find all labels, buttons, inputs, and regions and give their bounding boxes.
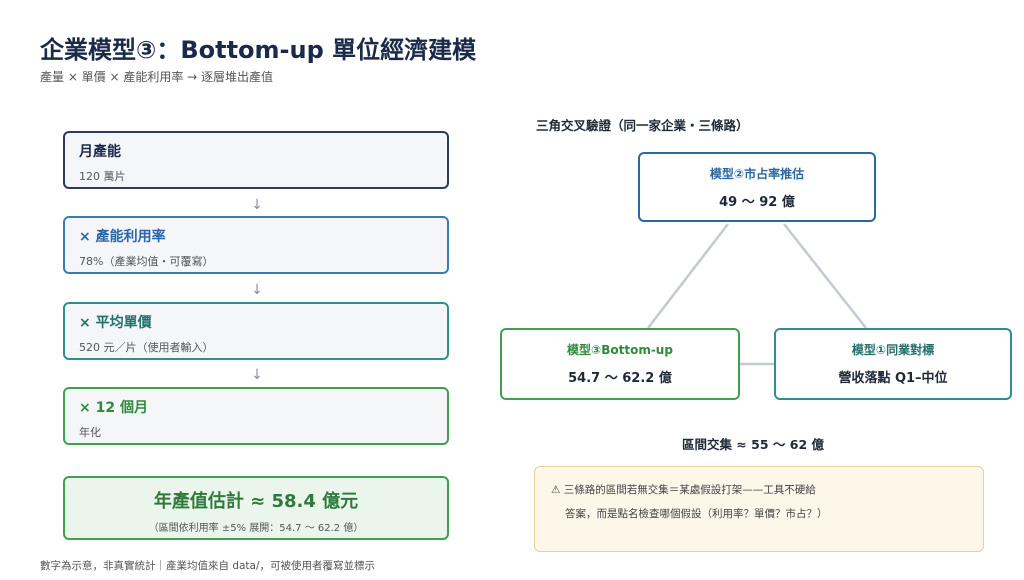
page-subtitle: 產量 × 單價 × 產能利用率 → 逐層堆出產值 xyxy=(40,70,274,84)
page-title: 企業模型③：Bottom-up 單位經濟建模 xyxy=(40,36,477,64)
footnote: 數字為示意，非真實統計｜產業均值來自 data/，可被使用者覆寫並標示 xyxy=(40,560,376,572)
arrow-down-icon: ↓ xyxy=(251,367,263,383)
warning-note: ⚠ 三條路的區間若無交集＝某處假設打架——工具不硬給 答案，而是點名檢查哪個假設… xyxy=(534,466,984,552)
triangulation-title: 三角交叉驗證（同一家企業・三條路） xyxy=(536,118,749,133)
step-label: × 12 個月 xyxy=(79,400,148,416)
arrow-down-icon: ↓ xyxy=(251,282,263,298)
warning-line-1: ⚠ 三條路的區間若無交集＝某處假設打架——工具不硬給 xyxy=(551,484,816,496)
node-label: 模型③Bottom-up xyxy=(567,343,673,357)
step-label: 月產能 xyxy=(79,144,121,160)
step-utilization-rate: × 產能利用率 78%（產業均值・可覆寫） xyxy=(63,216,449,274)
step-detail: 年化 xyxy=(79,426,101,439)
step-monthly-capacity: 月產能 120 萬片 xyxy=(63,131,449,189)
node-peer-benchmark-model: 模型①同業對標 營收落點 Q1–中位 xyxy=(774,328,1012,400)
node-market-share-model: 模型②市占率推估 49 ～ 92 億 xyxy=(638,152,876,222)
result-range-note: （區間依利用率 ±5% 展開：54.7 ～ 62.2 億） xyxy=(148,523,364,534)
step-detail: 520 元／片（使用者輸入） xyxy=(79,341,214,354)
connector-top-right xyxy=(783,223,867,329)
range-overlap: 區間交集 ≈ 55 ～ 62 億 xyxy=(682,437,825,452)
node-value: 49 ～ 92 億 xyxy=(719,195,795,210)
step-detail: 120 萬片 xyxy=(79,170,126,183)
step-average-price: × 平均單價 520 元／片（使用者輸入） xyxy=(63,302,449,360)
step-label: × 產能利用率 xyxy=(79,229,166,245)
step-annualize: × 12 個月 年化 xyxy=(63,387,449,445)
node-label: 模型②市占率推估 xyxy=(709,167,805,181)
arrow-down-icon: ↓ xyxy=(251,197,263,213)
step-label: × 平均單價 xyxy=(79,315,152,331)
result-headline: 年產值估計 ≈ 58.4 億元 xyxy=(153,491,359,512)
node-bottom-up-model: 模型③Bottom-up 54.7 ～ 62.2 億 xyxy=(500,328,740,400)
step-detail: 78%（產業均值・可覆寫） xyxy=(79,255,214,268)
warning-line-2: 答案，而是點名檢查哪個假設（利用率？單價？市占？） xyxy=(565,508,828,520)
connector-top-left xyxy=(647,223,729,329)
node-value: 營收落點 Q1–中位 xyxy=(838,371,948,386)
node-label: 模型①同業對標 xyxy=(851,343,935,357)
annual-output-result: 年產值估計 ≈ 58.4 億元 （區間依利用率 ±5% 展開：54.7 ～ 62… xyxy=(63,476,449,540)
node-value: 54.7 ～ 62.2 億 xyxy=(568,371,672,386)
